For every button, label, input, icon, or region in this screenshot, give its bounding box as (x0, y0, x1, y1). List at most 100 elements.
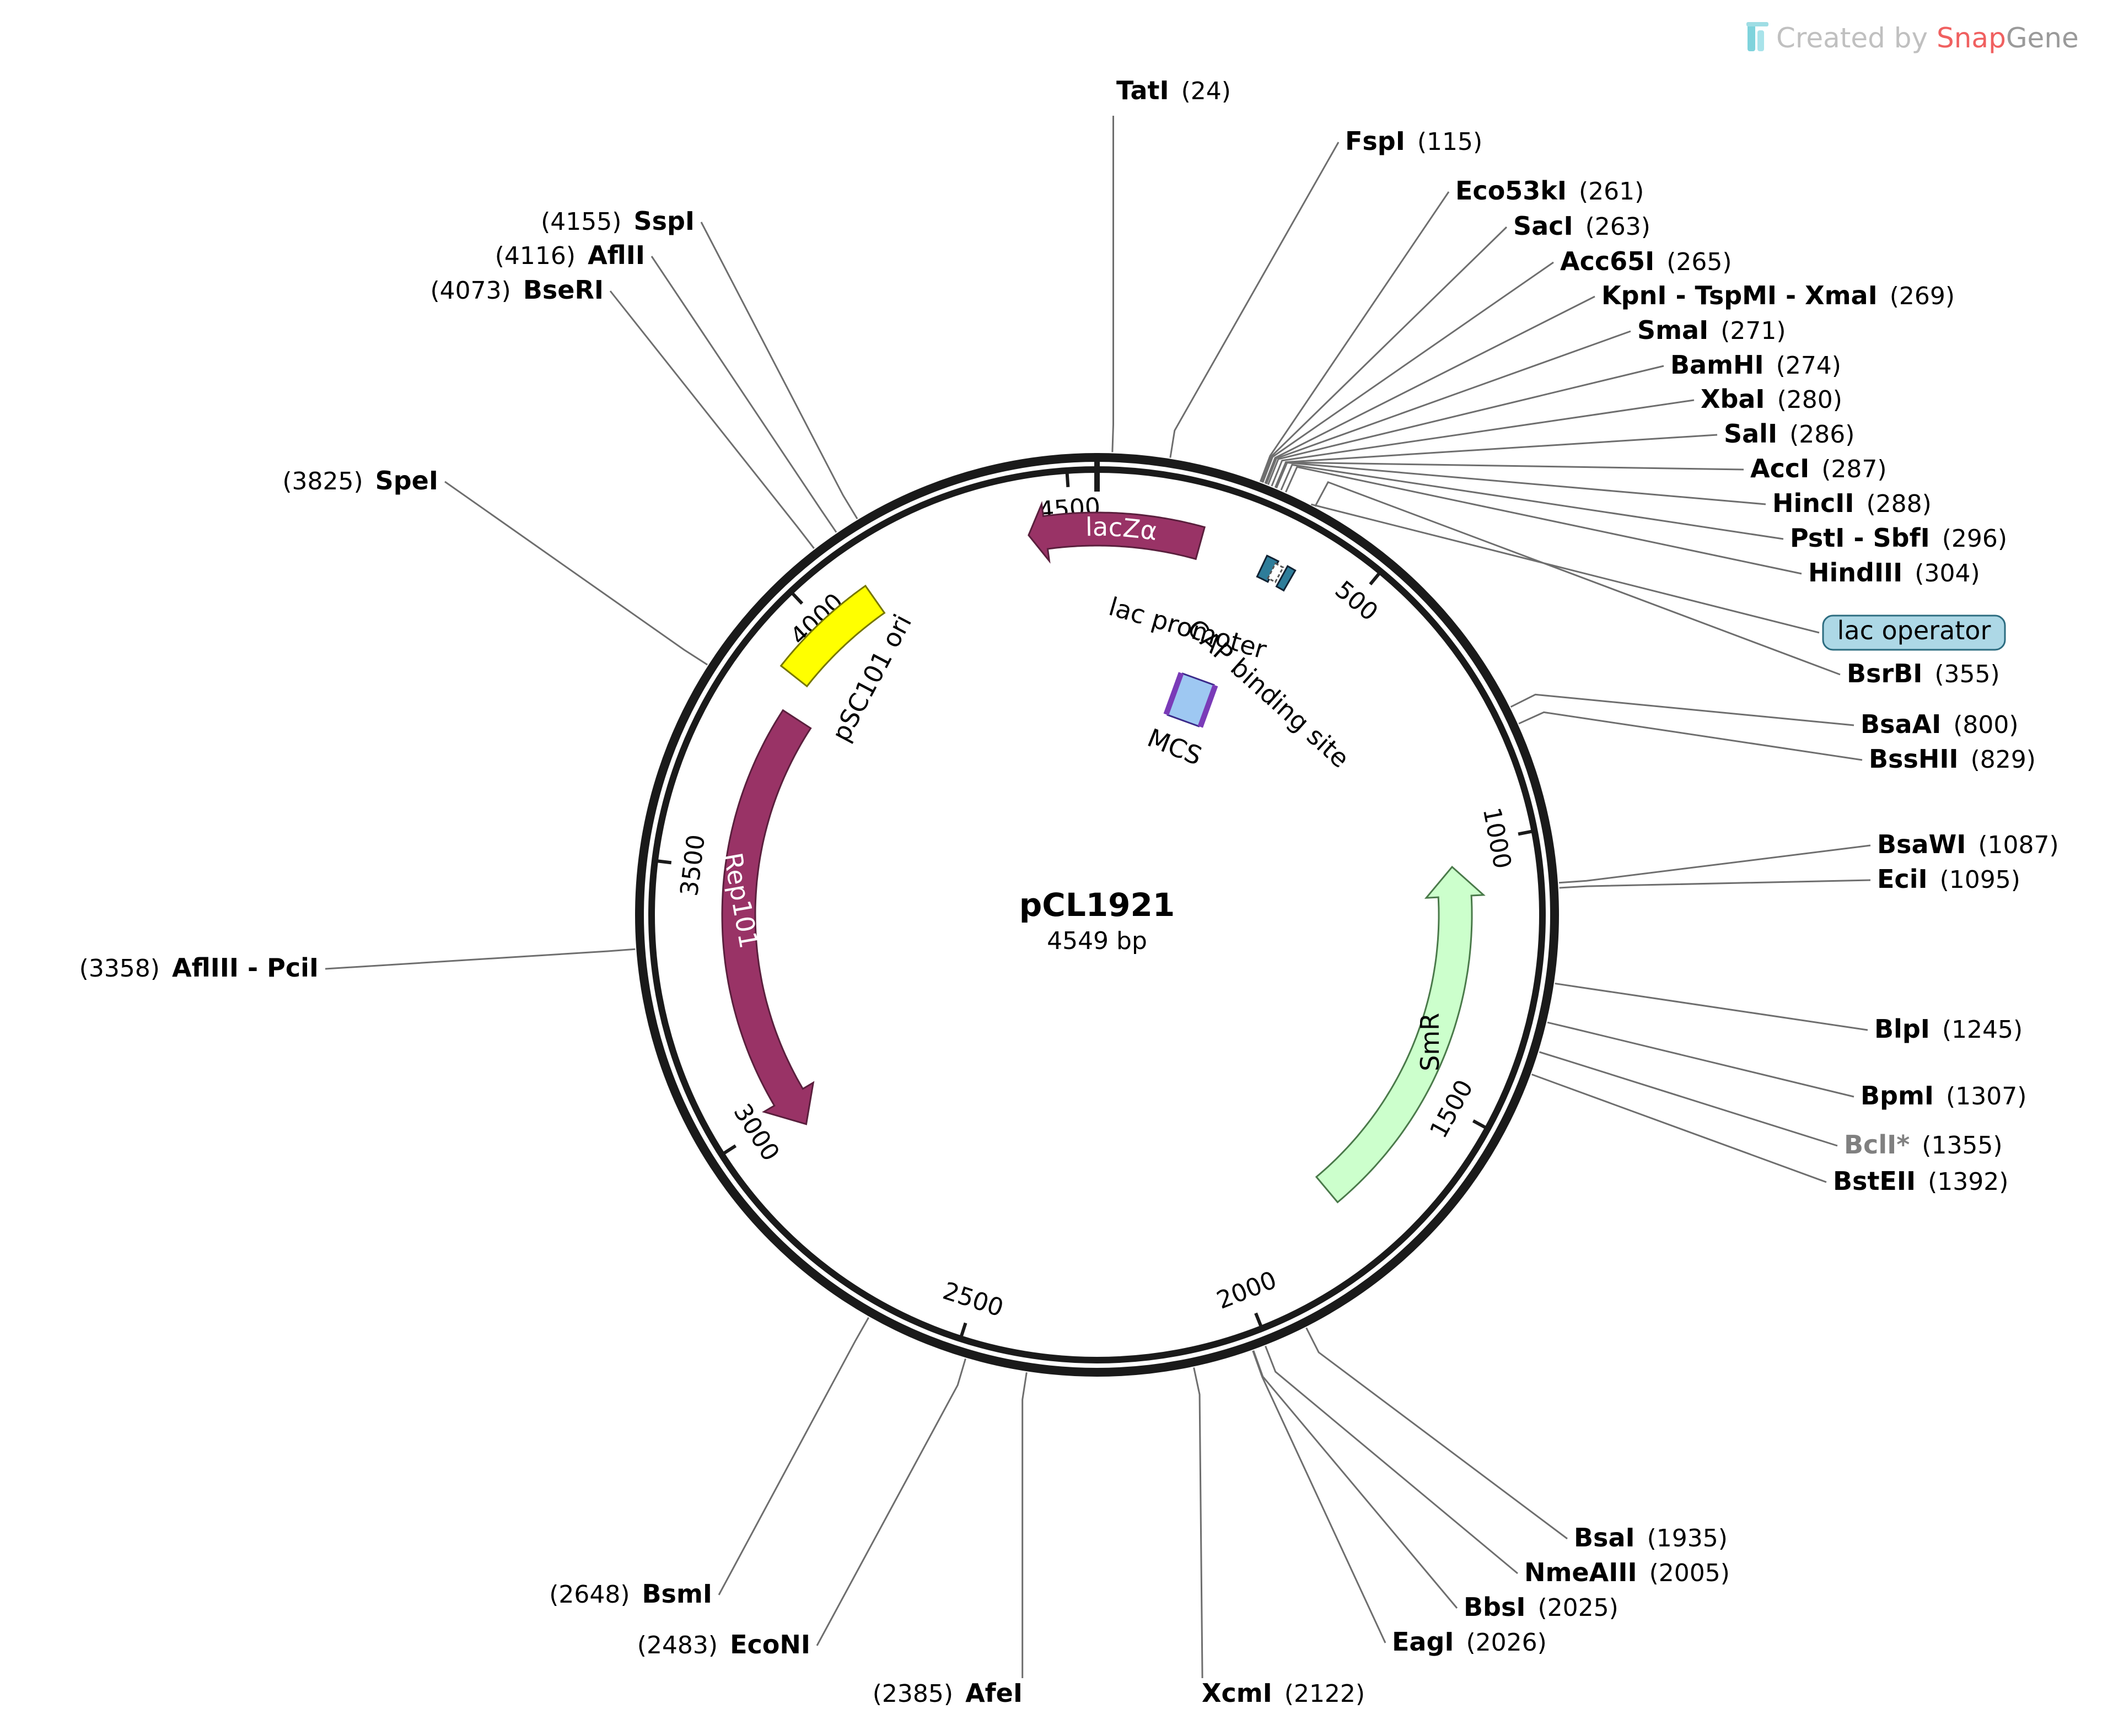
site-hincii: HincII(288) (1772, 488, 1932, 518)
site-leader-line (650, 256, 837, 533)
tick-mark (1254, 1312, 1265, 1331)
site-acc65i: Acc65I (265) (1560, 246, 1732, 276)
feature-label-text: lacZα (1085, 512, 1159, 546)
site-label: HindIII(304) (1808, 558, 1980, 587)
site-position: (2648) (549, 1581, 630, 1609)
tick-mark (652, 859, 672, 865)
site-leader-line (1518, 711, 1863, 761)
site-leader-line (1265, 1345, 1518, 1575)
plasmid-length: 4549 bp (1047, 927, 1147, 955)
svg-text:Created by SnapGene: Created by SnapGene (1776, 22, 2079, 54)
site-name: Acc65I (1560, 246, 1654, 276)
tick-label: 3500 (675, 833, 711, 898)
site-bsrbi: BsrBI(355) (1847, 659, 2000, 688)
site-name: BsmI (642, 1579, 713, 1609)
site-position: (269) (1890, 282, 1955, 310)
site-nmeaiii: NmeAIII(2005) (1524, 1557, 1730, 1587)
site-position: (296) (1942, 525, 2007, 553)
site-label: BstEII(1392) (1833, 1166, 2008, 1196)
site-position: (2005) (1649, 1559, 1730, 1587)
feature-label-smr: SmR (1415, 1013, 1445, 1071)
site-position: (3825) (282, 467, 363, 495)
site-position: (115) (1417, 128, 1482, 156)
site-position: (2122) (1284, 1680, 1365, 1708)
site-position: (2025) (1537, 1594, 1618, 1622)
plasmid-name: pCL1921 (1019, 886, 1175, 924)
site-name: BsaWI (1877, 829, 1966, 859)
tick-mark (1065, 468, 1070, 487)
site-label: AccI(287) (1750, 454, 1887, 483)
site-leader-line (609, 290, 815, 549)
site-leader-lines (325, 116, 1871, 1679)
site-leader-line (1267, 365, 1664, 485)
site-label: SmaI(271) (1637, 315, 1786, 345)
site-ecii: EciI(1095) (1877, 864, 2020, 894)
site-position: (24) (1181, 77, 1231, 105)
site-leader-line (1193, 1367, 1203, 1679)
site-label: (4116)AflII (495, 240, 645, 270)
site-leader-line (700, 222, 858, 520)
site-xbai: XbaI(280) (1701, 384, 1842, 414)
feature-lac-promoter (1256, 554, 1279, 583)
site-name: SalI (1724, 419, 1777, 449)
snapgene-logo-icon (1746, 22, 1768, 51)
site-position: (280) (1777, 386, 1842, 414)
site-label: (3825)SpeI (282, 466, 438, 495)
feature-label-lacz: lacZα (1085, 512, 1159, 546)
lac-operator-leader (1311, 503, 1820, 634)
site-label: BsaAI(800) (1861, 709, 2019, 739)
site-position: (265) (1666, 248, 1732, 276)
site-position: (261) (1579, 177, 1644, 206)
site-position: (2385) (873, 1680, 953, 1708)
site-label: BbsI(2025) (1464, 1592, 1619, 1622)
site-leader-line (1547, 1021, 1854, 1098)
site-name: BsrBI (1847, 659, 1922, 688)
site-label: BlpI(1245) (1874, 1014, 2023, 1044)
feature-mcs (1163, 672, 1218, 728)
site-label: HincII(288) (1772, 488, 1932, 518)
site-blpi: BlpI(1245) (1874, 1014, 2023, 1044)
feature-smr (1315, 865, 1486, 1204)
site-position: (274) (1776, 352, 1841, 380)
site-position: (286) (1789, 420, 1854, 449)
site-leader-line (1285, 466, 1802, 575)
site-label: SalI (286) (1724, 419, 1854, 449)
site-leader-line (1276, 461, 1766, 505)
site-name: SmaI (1637, 315, 1708, 345)
site-leader-line (1510, 693, 1854, 726)
site-name: BssHII (1869, 744, 1959, 774)
site-name: EagI (1392, 1627, 1454, 1657)
site-name: BsaI (1574, 1523, 1635, 1552)
tick-label: 2000 (1213, 1266, 1281, 1315)
feature-label-lac-operator: lac operator (1837, 616, 1991, 645)
site-name: PstI - SbfI (1790, 523, 1930, 553)
watermark-snap: Snap (1937, 22, 2006, 54)
site-label: NmeAIII(2005) (1524, 1557, 1730, 1587)
site-name: BamHI (1670, 350, 1764, 380)
site-label: (3358)AflIII - PciI (79, 953, 319, 983)
site-label: (4155)SspI (541, 206, 695, 236)
site-name: BclI* (1844, 1130, 1910, 1160)
site-hindiii: HindIII(304) (1808, 558, 1980, 587)
site-name: KpnI - TspMI - XmaI (1601, 281, 1878, 310)
site-name: AflII (588, 240, 645, 270)
tick-mark (1369, 569, 1384, 586)
site-label: XcmI(2122) (1202, 1678, 1365, 1708)
site-label: Eco53kI(261) (1455, 176, 1644, 206)
site-leader-line (1275, 461, 1744, 488)
site-psti-sbfi: PstI - SbfI (296) (1790, 523, 2007, 553)
feature-label-mcs: MCS (1143, 723, 1206, 771)
site-position: (1935) (1647, 1524, 1728, 1552)
site-leader-line (1111, 116, 1114, 452)
site-position: (2026) (1466, 1629, 1547, 1657)
site-name: EcoNI (730, 1630, 810, 1659)
site-leader-line (1264, 295, 1595, 484)
site-bsmi: (2648) BsmI (549, 1579, 712, 1609)
site-label: (2385)AfeI (873, 1678, 1023, 1708)
site-label: XbaI(280) (1701, 384, 1842, 414)
site-bseri: (4073)BseRI (431, 275, 604, 305)
site-label: TatI(24) (1116, 76, 1231, 105)
site-name: BsaAI (1861, 709, 1941, 739)
tick-mark (719, 1144, 737, 1157)
